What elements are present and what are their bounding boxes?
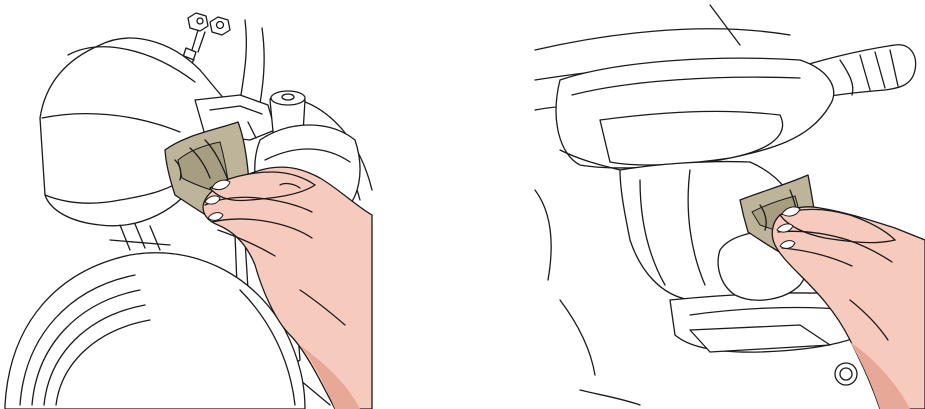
- indicator-light-icon: [835, 363, 857, 385]
- right-panel: [535, 5, 925, 409]
- struts: [110, 224, 170, 250]
- headlight-cowl: [556, 58, 834, 170]
- left-panel: [5, 13, 372, 409]
